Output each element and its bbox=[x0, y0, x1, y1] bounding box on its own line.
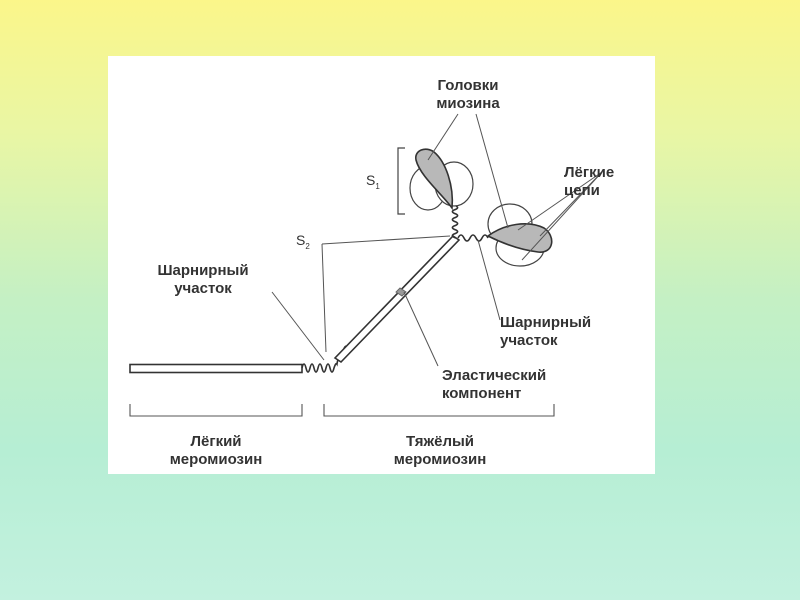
label-elastic-component: Эластический компонент bbox=[442, 367, 582, 403]
s2-subscript: 2 bbox=[305, 242, 309, 251]
label-heavy-meromyosin: Тяжёлый меромиозин bbox=[370, 433, 510, 469]
upper-hinge-spring bbox=[452, 206, 457, 238]
s1-letter: S bbox=[366, 172, 375, 188]
s1-bracket bbox=[398, 148, 405, 214]
label-light-chains: Лёгкие цепи bbox=[564, 164, 654, 200]
label-myosin-heads: Головки миозина bbox=[420, 77, 516, 113]
myosin-structure-diagram: S1 S2 Головки миозина Лёгкие цепи Шарнир… bbox=[108, 56, 655, 474]
s1-subscript: 1 bbox=[375, 182, 379, 191]
s2-letter: S bbox=[296, 232, 305, 248]
heavy-meromyosin-rod bbox=[335, 236, 459, 362]
light-meromyosin-rod bbox=[130, 365, 302, 373]
hinge-spring-to-right-head bbox=[458, 235, 488, 241]
s2-symbol: S2 bbox=[296, 232, 310, 251]
upper-myosin-head bbox=[410, 149, 473, 210]
s1-symbol: S1 bbox=[366, 172, 380, 191]
label-hinge-left: Шарнирный участок bbox=[144, 262, 262, 298]
light-meromyosin-bracket bbox=[130, 404, 302, 416]
label-light-meromyosin: Лёгкий меромиозин bbox=[150, 433, 282, 469]
label-hinge-right: Шарнирный участок bbox=[500, 314, 630, 350]
heavy-meromyosin-bracket bbox=[324, 404, 554, 416]
